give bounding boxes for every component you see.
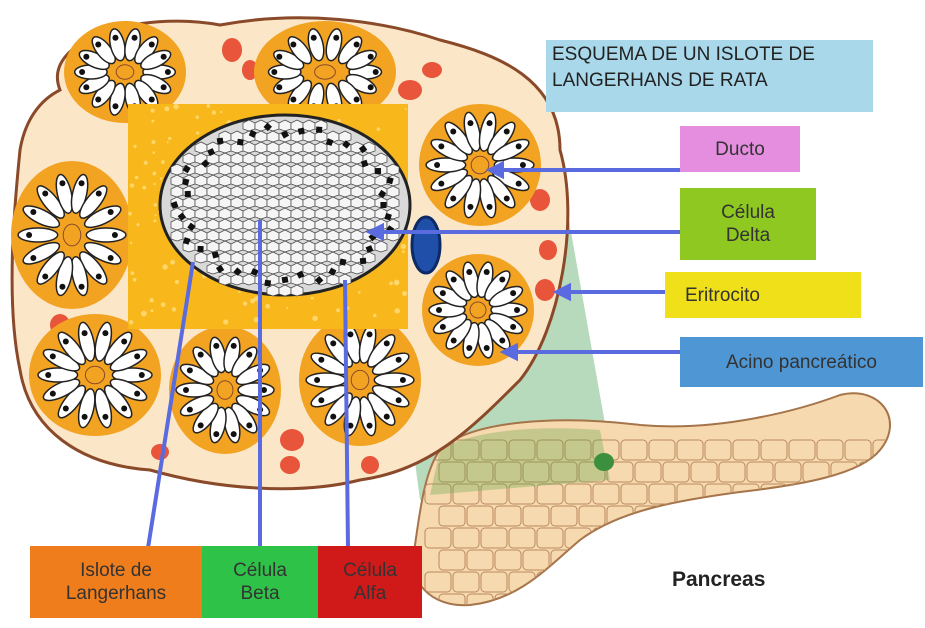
label-celula-alfa: Célula Alfa bbox=[318, 546, 422, 618]
islet-core bbox=[160, 115, 410, 296]
pancreas-caption: Pancreas bbox=[672, 568, 765, 592]
diagram-title: ESQUEMA DE UN ISLOTE DE LANGERHANS DE RA… bbox=[546, 40, 873, 112]
label-ducto: Ducto bbox=[680, 126, 800, 172]
blood-vessel bbox=[412, 217, 440, 273]
acinus bbox=[29, 314, 161, 436]
label-eritrocito: Eritrocito bbox=[665, 272, 861, 318]
label-islote-langerhans: Islote de Langerhans bbox=[30, 546, 202, 618]
acinus bbox=[299, 314, 421, 446]
acinus bbox=[419, 104, 541, 226]
label-celula-delta: Célula Delta bbox=[680, 188, 816, 260]
acinus bbox=[11, 161, 133, 309]
label-acino-pancreatico: Acino pancreático bbox=[680, 337, 923, 387]
acinus bbox=[169, 326, 281, 454]
label-celula-beta: Célula Beta bbox=[202, 546, 318, 618]
